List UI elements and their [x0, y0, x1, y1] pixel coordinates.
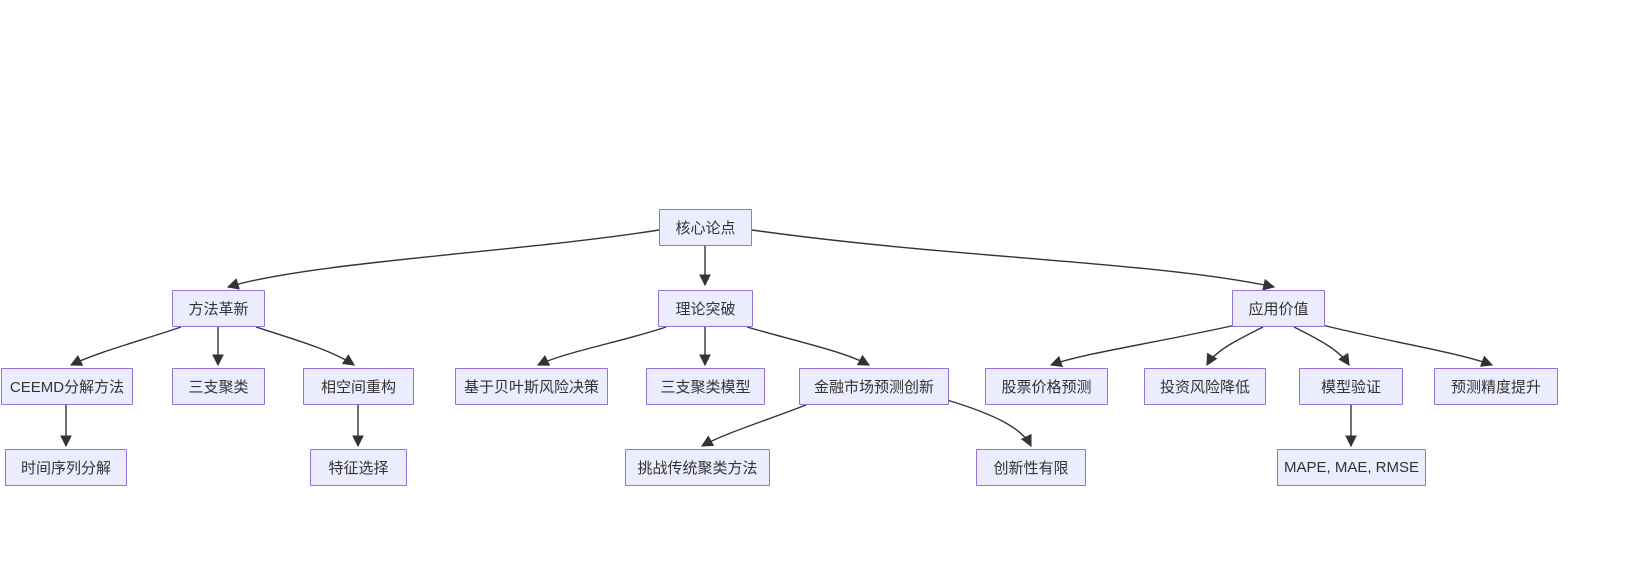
edge-theory-to-finance — [746, 326, 871, 366]
node-application-value: 应用价值 — [1232, 290, 1325, 327]
edge-method-to-ceemd — [69, 326, 182, 366]
edge-value-to-risk — [1206, 326, 1264, 367]
node-mape-mae-rmse: MAPE, MAE, RMSE — [1277, 449, 1426, 486]
node-stock-price-prediction: 股票价格预测 — [985, 368, 1108, 405]
node-feature-selection: 特征选择 — [310, 449, 407, 486]
node-three-way-clustering: 三支聚类 — [172, 368, 265, 405]
edge-theory-to-bayes — [536, 326, 667, 366]
node-theory-breakthrough: 理论突破 — [658, 290, 753, 327]
node-time-series-decomposition: 时间序列分解 — [5, 449, 127, 486]
node-ceemd-decomposition-method: CEEMD分解方法 — [1, 368, 133, 405]
node-challenge-traditional-clustering: 挑战传统聚类方法 — [625, 449, 770, 486]
node-limited-innovation: 创新性有限 — [976, 449, 1086, 486]
node-core-point: 核心论点 — [659, 209, 752, 246]
node-bayesian-risk-decision: 基于贝叶斯风险决策 — [455, 368, 608, 405]
node-investment-risk-reduction: 投资风险降低 — [1144, 368, 1266, 405]
node-method-innovation: 方法革新 — [172, 290, 265, 327]
edge-finance-to-challenge — [700, 404, 807, 447]
edge-value-to-validation — [1293, 326, 1350, 367]
node-prediction-accuracy-improvement: 预测精度提升 — [1434, 368, 1558, 405]
edge-method-to-phase — [255, 326, 355, 366]
node-model-validation: 模型验证 — [1299, 368, 1403, 405]
edge-core-to-method — [226, 229, 660, 290]
edge-core-to-value — [751, 229, 1276, 291]
node-financial-market-prediction-innovation: 金融市场预测创新 — [799, 368, 949, 405]
node-phase-space-reconstruction: 相空间重构 — [303, 368, 414, 405]
edge-value-to-stock — [1049, 324, 1237, 368]
edge-finance-to-limited — [946, 399, 1032, 448]
node-three-way-clustering-model: 三支聚类模型 — [646, 368, 765, 405]
edge-value-to-accuracy — [1321, 324, 1494, 367]
